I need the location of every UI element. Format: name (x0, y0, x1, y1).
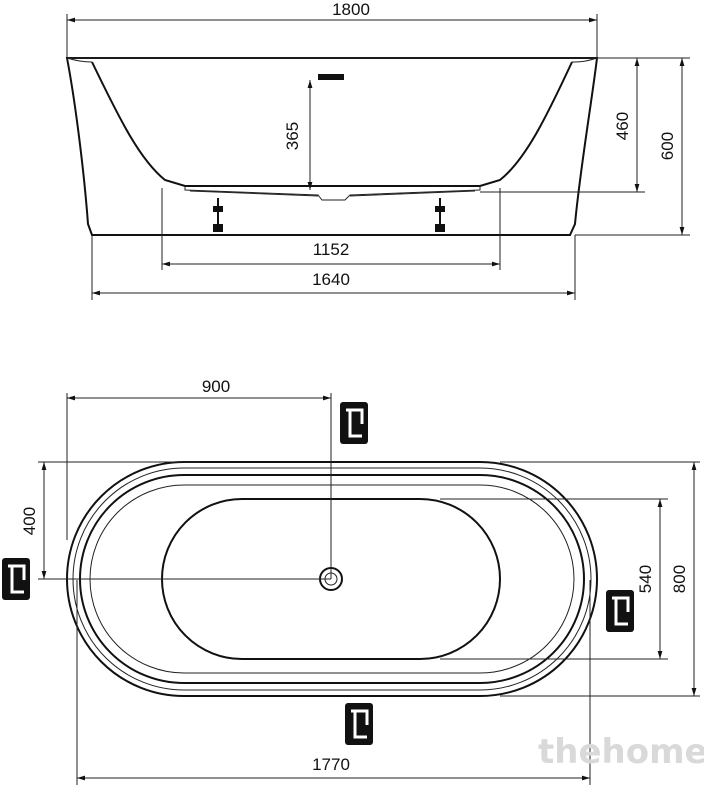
right-foot-icon (435, 198, 445, 232)
axis-marker-right-icon (606, 590, 634, 632)
dim-total-width: 800 (670, 565, 689, 593)
tub-inner-basin (91, 61, 573, 187)
dim-width-top: 1800 (332, 0, 370, 19)
axis-marker-top-icon (340, 402, 368, 444)
axis-marker-bottom-icon (345, 703, 373, 745)
side-view: 1800 365 4 (65, 0, 690, 300)
dim-half-width: 400 (20, 507, 39, 535)
dim-feet-spacing: 1152 (313, 240, 350, 259)
tub-outer-profile (65, 57, 599, 236)
dim-height-inner: 460 (613, 112, 632, 140)
dim-half-length: 900 (202, 377, 230, 396)
top-view: 900 400 540 800 1770 (2, 377, 700, 785)
axis-marker-left-icon (2, 558, 30, 600)
watermark-text: thehome (538, 732, 704, 772)
left-foot-icon (213, 198, 223, 232)
dim-inner-width: 540 (636, 565, 655, 593)
dim-inner-length: 1770 (312, 755, 350, 774)
dim-width-base: 1640 (312, 270, 350, 289)
dim-depth-inner: 365 (283, 122, 302, 150)
overflow-drain-icon (318, 74, 344, 80)
dim-height-total: 600 (658, 132, 677, 160)
